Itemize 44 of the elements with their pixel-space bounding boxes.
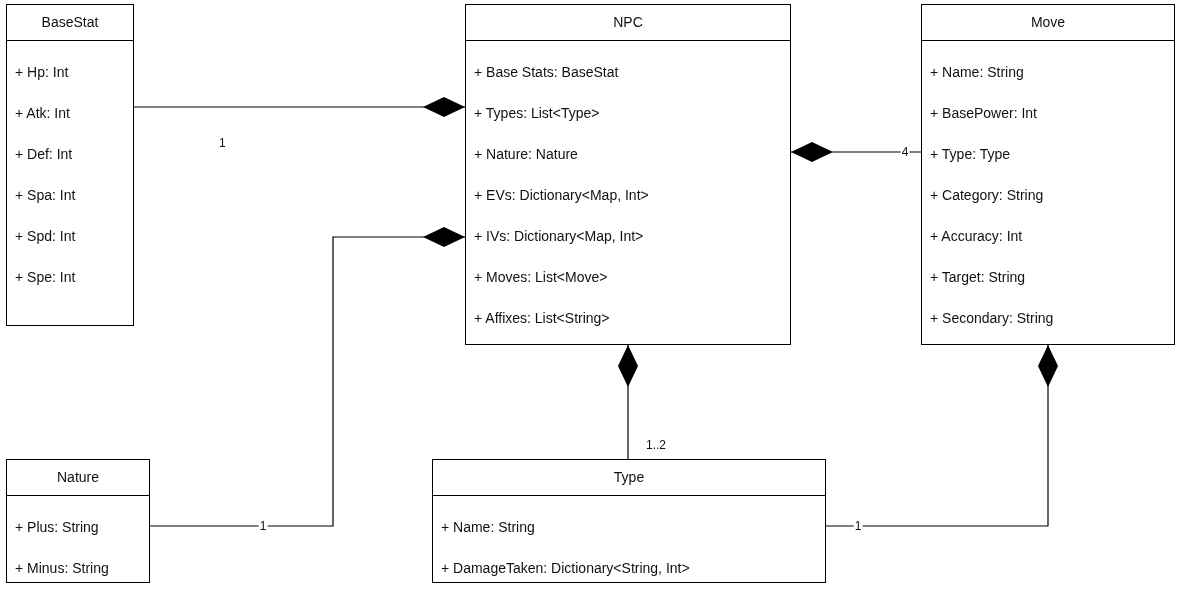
- multiplicity-label: 4: [900, 146, 910, 158]
- class-name: Nature: [57, 468, 99, 487]
- attribute-text: + Type: Type: [930, 145, 1011, 164]
- attribute-text: + IVs: Dictionary<Map, Int>: [474, 227, 644, 246]
- composition-connector: [133, 97, 466, 117]
- class-box: [6, 459, 150, 583]
- class-box: [921, 4, 1175, 345]
- attribute-text: + Base Stats: BaseStat: [474, 63, 619, 82]
- class-box: [465, 4, 791, 345]
- multiplicity-label: 1: [218, 137, 227, 149]
- attribute-text: + Spe: Int: [15, 268, 76, 287]
- attribute-text: + Plus: String: [15, 518, 99, 537]
- composition-connector: [149, 227, 466, 527]
- composition-connector: [790, 142, 922, 162]
- attribute-text: + Target: String: [930, 268, 1026, 287]
- attribute-text: + Name: String: [930, 63, 1024, 82]
- attribute-text: + BasePower: Int: [930, 104, 1037, 123]
- attribute-text: + Name: String: [441, 518, 535, 537]
- multiplicity-label: 1: [853, 520, 863, 532]
- attribute-text: + Atk: Int: [15, 104, 70, 123]
- attribute-text: + Types: List<Type>: [474, 104, 600, 123]
- class-name: BaseStat: [41, 13, 99, 32]
- attribute-text: + Nature: Nature: [474, 145, 578, 164]
- attribute-text: + Category: String: [930, 186, 1044, 205]
- class-name: NPC: [613, 13, 643, 32]
- attribute-text: + Affixes: List<String>: [474, 309, 610, 328]
- attribute-text: + Moves: List<Move>: [474, 268, 608, 287]
- composition-connector: [825, 344, 1058, 527]
- attribute-text: + Spd: Int: [15, 227, 76, 246]
- attribute-text: + Spa: Int: [15, 186, 76, 205]
- class-name: Move: [1030, 13, 1066, 32]
- attribute-text: + DamageTaken: Dictionary<String, Int>: [441, 559, 690, 578]
- attribute-text: + EVs: Dictionary<Map, Int>: [474, 186, 649, 205]
- class-box: [6, 4, 134, 326]
- multiplicity-label: 1..2: [645, 439, 667, 451]
- multiplicity-label: 1: [258, 520, 268, 532]
- attribute-text: + Def: Int: [15, 145, 73, 164]
- attribute-text: + Minus: String: [15, 559, 109, 578]
- composition-connector: [618, 344, 638, 460]
- attribute-text: + Secondary: String: [930, 309, 1054, 328]
- attribute-text: + Accuracy: Int: [930, 227, 1023, 246]
- class-box: [432, 459, 826, 583]
- attribute-text: + Hp: Int: [15, 63, 69, 82]
- class-name: Type: [613, 468, 645, 487]
